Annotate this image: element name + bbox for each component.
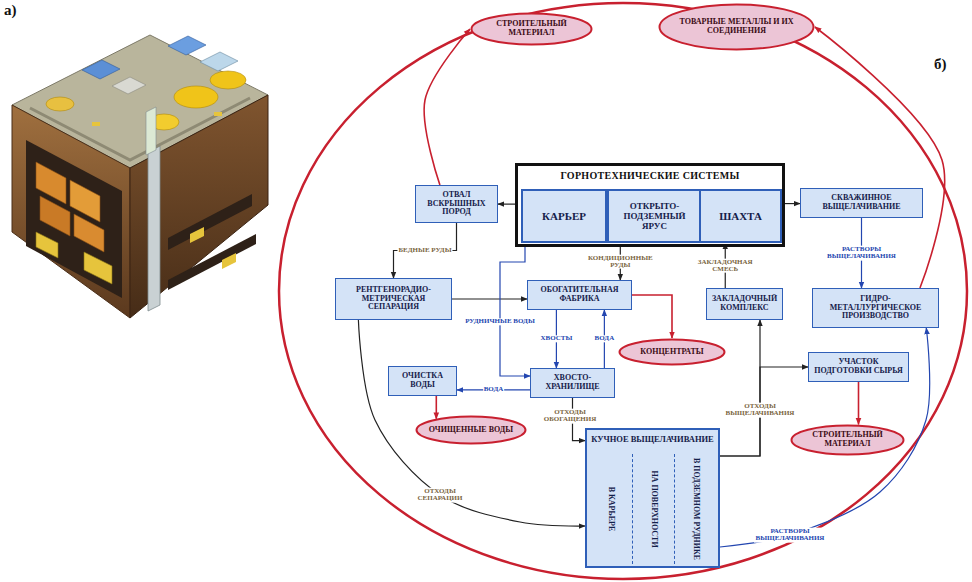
tunnel-vehicle	[222, 253, 236, 269]
ellipse-shape	[660, 5, 814, 50]
node-text: СТРОИТЕЛЬНЫЙ МАТЕРИАЛ	[480, 20, 582, 38]
underground-chamber	[26, 140, 122, 298]
node-text: УЧАСТОК ПОДГОТОВКИ СЫРЬЯ	[809, 358, 908, 376]
surface-building	[200, 52, 238, 71]
flow-label: ОТХОДЫ ВЫЩЕЛАЧИВАНИЯ	[724, 403, 796, 418]
node-text: В КАРЬЕРЕ	[607, 487, 616, 532]
ellipse-shape	[792, 426, 904, 455]
product-ellipse: ОЧИЩЕННЫЕ ВОДЫ	[415, 415, 527, 445]
rock-face-right	[130, 95, 268, 318]
process-box: ГИДРО-МЕТАЛЛУРГИЧЕСКОЕ ПРОИЗВОДСТВО	[812, 288, 939, 328]
mine-cutaway-illustration	[12, 35, 268, 318]
stockpile-dome	[174, 86, 218, 108]
product-ellipse: ТОВАРНЫЕ МЕТАЛЛЫ И ИХ СОЕДИНЕНИЯ	[658, 3, 815, 51]
process-box: ХВОСТО-ХРАНИЛИЩЕ	[530, 368, 615, 398]
flow-label: РУДНИЧНЫЕ ВОДЫ	[464, 318, 536, 325]
subsystem-box: ШАХТА	[699, 189, 782, 243]
product-ellipse: КОНЦЕНТРАТЫ	[618, 338, 726, 366]
variant-column: В ПОДЗЕМНОМ РУДНИКЕ	[674, 454, 716, 564]
ore-container	[40, 196, 70, 236]
flow-label: ВОДА	[594, 335, 616, 342]
flow-connector	[452, 298, 527, 299]
node-text: ОЧИСТКА ВОДЫ	[389, 372, 456, 390]
surface-truck	[214, 112, 222, 116]
mining-machine	[84, 252, 112, 284]
process-box: ЗАКЛАДОЧНЫЙ КОМПЛЕКС	[706, 288, 783, 320]
process-box: УЧАСТОК ПОДГОТОВКИ СЫРЬЯ	[808, 352, 909, 382]
stockpile-dome	[210, 71, 246, 89]
process-group-box: КУЧНОЕ ВЫЩЕЛАЧИВАНИЕ В КАРЬЕРЕ НА ПОВЕРХНО…	[585, 428, 720, 568]
process-box: ОБОГАТИТЕЛЬНАЯ ФАБРИКА	[527, 280, 632, 310]
flow-label: РАСТВОРЫ ВЫЩЕЛАЧИВАНИЯ	[754, 528, 826, 543]
process-box: СКВАЖИННОЕ ВЫЩЕЛАЧИВАНИЕ	[800, 188, 923, 218]
flow-label: РАСТВОРЫ ВЫЩЕЛАЧИВАНИЯ	[826, 246, 898, 261]
surface-building	[82, 60, 120, 79]
process-box: ОТВАЛ ВСКРЫШНЫХ ПОРОД	[415, 185, 498, 223]
flow-connector	[424, 29, 470, 185]
flow-label: ОТХОДЫ СЕПАРАЦИИ	[404, 488, 476, 503]
surface-building	[168, 36, 206, 55]
ellipse-shape	[620, 340, 725, 365]
node-text: ЗАКЛАДОЧНЫЙ КОМПЛЕКС	[707, 295, 782, 313]
subsystem-box: ОТКРЫТО-ПОДЗЕМНЫЙ ЯРУС	[607, 189, 702, 243]
system-group-box: ГОРНОТЕХНИЧЕСКИЕ СИСТЕМЫ КАРЬЕР ОТКРЫТО-ПО…	[515, 163, 785, 247]
product-ellipse: СТРОИТЕЛЬНЫЙ МАТЕРИАЛ	[790, 424, 905, 456]
node-text: КОНЦЕНТРАТЫ	[638, 348, 705, 357]
flow-connector	[500, 243, 530, 376]
flow-label: ВОДА	[483, 386, 505, 393]
node-text: ОЧИЩЕННЫЕ ВОДЫ	[427, 426, 515, 435]
ellipse-shape	[472, 14, 592, 45]
flow-connector	[632, 295, 672, 338]
flow-connector	[720, 328, 930, 547]
headframe-tower	[146, 107, 156, 155]
ellipse-shape	[417, 417, 526, 444]
panel-letter: б)	[934, 56, 947, 73]
node-text: ХВОСТО-ХРАНИЛИЩЕ	[531, 374, 614, 392]
node-text: СКВАЖИННОЕ ВЫЩЕЛАЧИВАНИЕ	[801, 194, 922, 212]
node-text: КАРЬЕР	[540, 210, 588, 222]
node-text: ОТКРЫТО-ПОДЗЕМНЫЙ ЯРУС	[609, 201, 700, 231]
surface-truck	[92, 122, 100, 126]
flow-connector	[435, 396, 437, 419]
flow-connector	[858, 382, 860, 424]
node-text: НА ПОВЕРХНОСТИ	[649, 470, 658, 547]
mining-machine	[36, 232, 58, 258]
flow-label: БЕДНЫЕ РУДЫ	[397, 247, 452, 254]
flow-label: ХВОСТЫ	[539, 335, 573, 342]
ore-container	[74, 214, 104, 252]
flow-label: ОТХОДЫ ОБОГАЩЕНИЯ	[534, 409, 606, 424]
system-boundary-ellipse	[279, 3, 967, 579]
node-text: ОБОГАТИТЕЛЬНАЯ ФАБРИКА	[528, 286, 631, 304]
node-text: КУЧНОЕ ВЫЩЕЛАЧИВАНИЕ	[587, 430, 718, 445]
node-text: ОТВАЛ ВСКРЫШНЫХ ПОРОД	[416, 191, 497, 218]
tunnel-vehicle	[190, 227, 204, 243]
node-text: СТРОИТЕЛЬНЫЙ МАТЕРИАЛ	[800, 431, 896, 449]
stockpile-dome	[46, 97, 74, 111]
process-box: ОЧИСТКА ВОДЫ	[388, 366, 457, 396]
panel-letter: а)	[4, 2, 17, 19]
variant-column: НА ПОВЕРХНОСТИ	[632, 454, 674, 564]
process-box: РЕНТГЕНОРАДИО-МЕТРИЧЕСКАЯ СЕПАРАЦИЯ	[335, 278, 452, 320]
node-text: ГОРНОТЕХНИЧЕСКИЕ СИСТЕМЫ	[518, 166, 782, 186]
tunnel	[168, 194, 252, 250]
flow-connector	[394, 223, 457, 278]
flow-connector	[815, 27, 945, 288]
mine-shaft	[148, 146, 160, 311]
node-text: РЕНТГЕНОРАДИО-МЕТРИЧЕСКАЯ СЕПАРАЦИЯ	[336, 286, 451, 313]
flow-label: КОНДИЦИОННЫЕ РУДЫ	[584, 254, 656, 269]
flow-connector	[720, 320, 760, 456]
surface-road	[30, 98, 250, 160]
tunnel	[168, 234, 256, 290]
node-text: В ПОДЗЕМНОМ РУДНИКЕ	[691, 458, 700, 560]
surface-building	[112, 77, 146, 94]
node-text: ТОВАРНЫЕ МЕТАЛЛЫ И ИХ СОЕДИНЕНИЯ	[672, 18, 802, 36]
node-text: ШАХТА	[717, 210, 764, 222]
rock-face-left	[12, 105, 130, 318]
node-text: ГИДРО-МЕТАЛЛУРГИЧЕСКОЕ ПРОИЗВОДСТВО	[813, 295, 938, 322]
variant-column: В КАРЬЕРЕ	[590, 454, 632, 564]
product-ellipse: СТРОИТЕЛЬНЫЙ МАТЕРИАЛ	[470, 12, 593, 46]
subsystem-box: КАРЬЕР	[521, 189, 607, 243]
flow-label: ЗАКЛАДОЧНАЯ СМЕСЬ	[689, 258, 761, 273]
